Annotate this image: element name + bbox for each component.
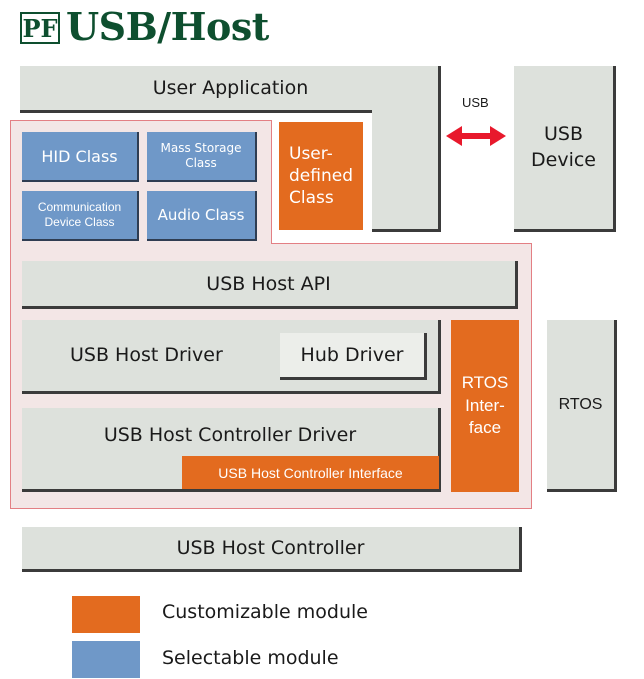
hub-driver-label: Hub Driver (300, 344, 404, 366)
usb-device-box: USB Device (514, 66, 616, 232)
usb-host-controller-interface-box: USB Host Controller Interface (182, 456, 439, 489)
user-application-label: User Application (152, 77, 309, 99)
pf-logo-icon: PF (20, 12, 60, 44)
usb-link-label: USB (462, 95, 489, 110)
usb-host-controller-box: USB Host Controller (22, 527, 522, 572)
hid-class-box: HID Class (22, 132, 139, 182)
rtos-interface-box: RTOS Inter- face (451, 320, 519, 492)
audio-class-label: Audio Class (157, 206, 245, 224)
usb-host-controller-interface-label: USB Host Controller Interface (218, 464, 403, 481)
user-defined-class-box: User- defined Class (279, 122, 363, 230)
usb-host-api-label: USB Host API (206, 272, 331, 295)
communication-device-class-label: Communication Device Class (37, 200, 122, 229)
mass-storage-class-box: Mass Storage Class (147, 132, 257, 182)
hid-class-label: HID Class (41, 146, 118, 166)
rtos-label: RTOS (558, 395, 603, 413)
usb-host-driver-label: USB Host Driver (70, 344, 223, 366)
legend-selectable-swatch (72, 641, 140, 678)
communication-device-class-box: Communication Device Class (22, 191, 139, 241)
usb-host-controller-driver-label: USB Host Controller Driver (103, 424, 357, 446)
usb-host-controller-driver-box: USB Host Controller Driver (22, 408, 441, 492)
svg-text:PF: PF (22, 14, 57, 43)
rtos-box: RTOS (547, 320, 617, 492)
usb-host-api-box: USB Host API (22, 261, 518, 309)
usb-host-driver-box: USB Host Driver (22, 320, 441, 394)
hub-driver-box: Hub Driver (280, 333, 427, 380)
mass-storage-class-label: Mass Storage Class (160, 141, 242, 170)
audio-class-box: Audio Class (147, 191, 257, 241)
legend-customizable-swatch (72, 596, 140, 633)
legend-selectable-label: Selectable module (162, 647, 339, 669)
page-title: USB/Host (66, 4, 269, 49)
user-defined-class-label: User- defined Class (289, 143, 353, 209)
bidirectional-arrow-icon (446, 126, 506, 146)
usb-host-controller-label: USB Host Controller (176, 537, 365, 559)
usb-device-label: USB Device (531, 122, 596, 171)
rtos-interface-label: RTOS Inter- face (461, 372, 509, 438)
legend-customizable-label: Customizable module (162, 601, 368, 623)
